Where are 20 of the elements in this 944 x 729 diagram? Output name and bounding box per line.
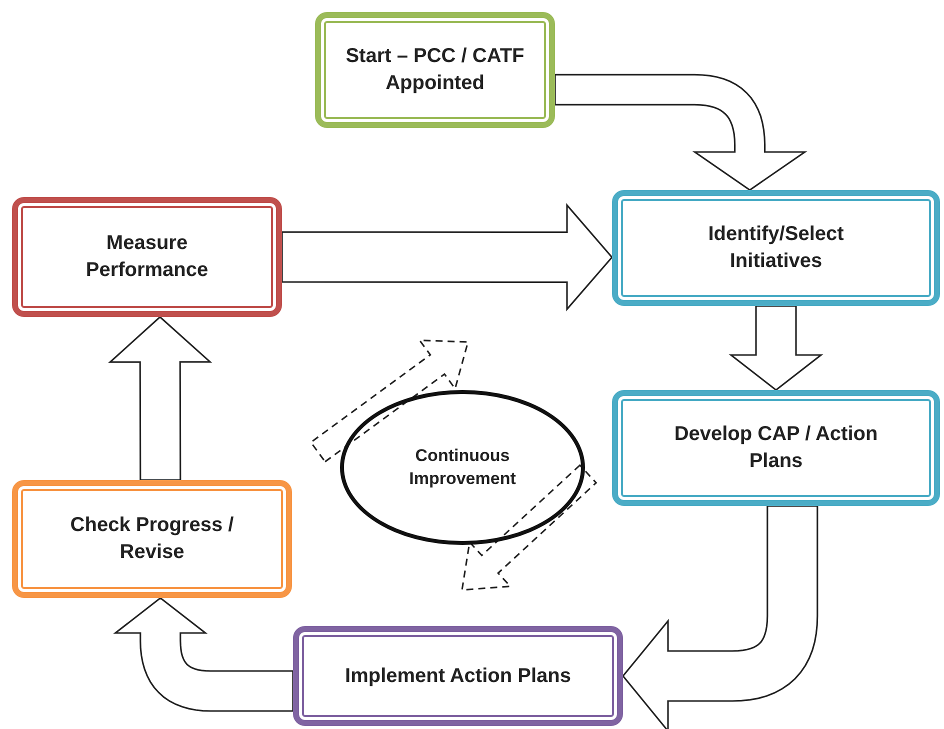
- process-box: [612, 390, 940, 506]
- process-box: [12, 197, 282, 317]
- block-arrow: [281, 203, 614, 312]
- block-arrow: [113, 596, 294, 712]
- node-label: Continuous Improvement: [408, 444, 517, 490]
- node-label: Identify/Select Initiatives: [707, 222, 845, 274]
- node-label: Start – PCC / CATF Appointed: [344, 44, 526, 96]
- block-arrow: [108, 316, 212, 481]
- cycle-ellipse: [340, 390, 585, 545]
- node-label: Check Progress / Revise: [69, 513, 235, 565]
- process-box: [12, 480, 292, 598]
- process-box: [612, 190, 940, 306]
- process-box: [293, 626, 623, 726]
- node-label: Measure Performance: [84, 231, 210, 283]
- node-label: Develop CAP / Action Plans: [673, 422, 879, 474]
- block-arrow: [622, 505, 818, 729]
- process-box: [315, 12, 555, 128]
- node-label: Implement Action Plans: [345, 664, 571, 688]
- block-arrow: [728, 305, 824, 392]
- block-arrow: [554, 74, 808, 191]
